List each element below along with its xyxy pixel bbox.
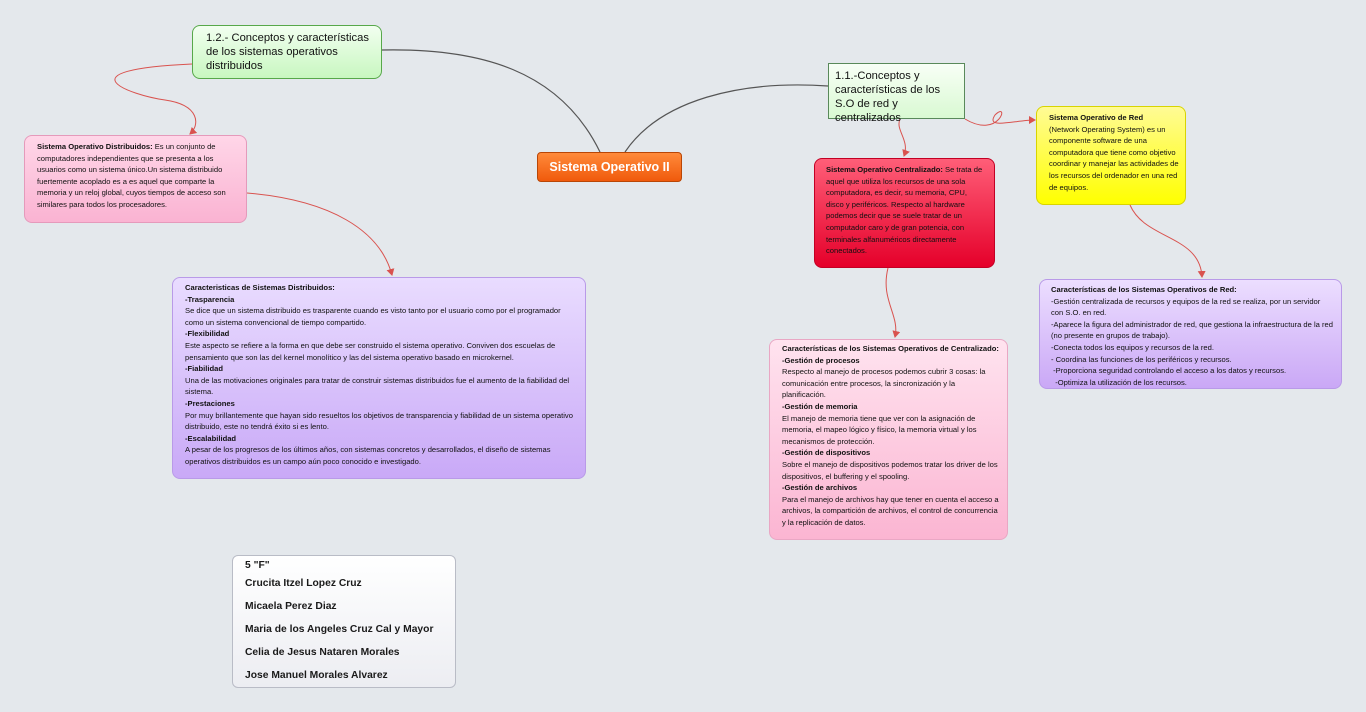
item-text: El manejo de memoria tiene que ver con l… xyxy=(782,413,977,446)
team-member: Maria de los Angeles Cruz Cal y Mayor xyxy=(245,624,434,635)
list-item: -Proporciona seguridad controlando el ac… xyxy=(1051,366,1287,376)
item-heading: -Flexibilidad xyxy=(185,329,230,339)
team-member: Jose Manuel Morales Alvarez xyxy=(245,670,388,681)
item-heading: -Gestión de archivos xyxy=(782,483,858,493)
link-centralizado-char xyxy=(885,267,901,338)
node-title: Características de los Sistemas Operativ… xyxy=(1051,285,1237,294)
list-item: -Optimiza la utilización de los recursos… xyxy=(1051,377,1187,387)
link-def-char xyxy=(246,192,395,276)
team-names-box[interactable]: 5 "F" Crucita Itzel Lopez Cruz Micaela P… xyxy=(232,555,456,688)
node-red-definition[interactable]: Sistema Operativo de Red (Network Operat… xyxy=(1036,106,1186,205)
node-text: Se trata de aquel que utiliza los recurs… xyxy=(826,165,983,256)
item-heading: -Gestión de dispositivos xyxy=(782,448,871,458)
item-text: Sobre el manejo de dispositivos podemos … xyxy=(782,459,998,481)
topic-distribuidos[interactable]: 1.2.- Conceptos y características de los… xyxy=(192,25,382,79)
item-heading: -Escalabilidad xyxy=(185,433,237,443)
node-title: Caracteristicas de Sistemas Distribuidos… xyxy=(185,283,335,292)
list-item: - Coordina las funciones de los periféri… xyxy=(1051,354,1232,364)
list-item: -Gestión centralizada de recursos y equi… xyxy=(1051,296,1321,318)
item-heading: -Gestión de memoria xyxy=(782,401,858,411)
item-text: Este aspecto se refiere a la forma en qu… xyxy=(185,340,556,362)
list-item: -Conecta todos los equipos y recursos de… xyxy=(1051,342,1214,352)
link-central-distribuidos xyxy=(381,49,601,153)
topic-red-label: 1.1.-Conceptos y características de los … xyxy=(835,70,941,124)
node-title: Sistema Operativo de Red xyxy=(1049,113,1144,122)
node-title: Sistema Operativo Centralizado: xyxy=(826,165,943,174)
item-heading: -Trasparencia xyxy=(185,294,235,304)
node-text: Es un conjunto de computadores independi… xyxy=(37,142,226,209)
link-reddef-char xyxy=(1129,204,1206,278)
link-red-centralizado xyxy=(898,118,910,157)
node-centralizado-characteristics[interactable]: Características de los Sistemas Operativ… xyxy=(769,339,1008,540)
node-text: (Network Operating System) es un compone… xyxy=(1049,124,1179,192)
item-heading: -Fiabilidad xyxy=(185,364,223,374)
item-text: Por muy brillantemente que hayan sido re… xyxy=(185,410,573,432)
node-centralizado-definition[interactable]: Sistema Operativo Centralizado: Se trata… xyxy=(814,158,995,268)
item-text: Respecto al manejo de procesos podemos c… xyxy=(782,367,986,400)
team-member: Celia de Jesus Nataren Morales xyxy=(245,647,400,658)
node-title: Características de los Sistemas Operativ… xyxy=(782,344,999,353)
node-title: Sistema Operativo Distribuidos: xyxy=(37,142,153,151)
node-distribuidos-characteristics[interactable]: Caracteristicas de Sistemas Distribuidos… xyxy=(172,277,586,479)
link-distribuidos-def xyxy=(114,63,198,135)
link-central-red xyxy=(624,84,829,153)
team-title: 5 "F" xyxy=(245,560,270,571)
item-text: Para el manejo de archivos hay que tener… xyxy=(782,494,999,527)
node-red-characteristics[interactable]: Características de los Sistemas Operativ… xyxy=(1039,279,1342,389)
item-text: Una de las motivaciones originales para … xyxy=(185,375,570,397)
list-item: -Aparece la figura del administrador de … xyxy=(1051,319,1333,341)
central-topic[interactable]: Sistema Operativo II xyxy=(537,152,682,182)
team-member: Crucita Itzel Lopez Cruz xyxy=(245,578,362,589)
item-text: A pesar de los progresos de los últimos … xyxy=(185,445,551,466)
link-red-reddef xyxy=(964,111,1036,126)
item-heading: -Prestaciones xyxy=(185,398,235,408)
topic-distribuidos-label: 1.2.- Conceptos y características de los… xyxy=(206,32,369,72)
item-text: Se dice que un sistema distribuido es tr… xyxy=(185,306,561,327)
team-member: Micaela Perez Diaz xyxy=(245,601,337,612)
topic-red-centralizados[interactable]: 1.1.-Conceptos y características de los … xyxy=(828,63,965,124)
node-distribuidos-definition[interactable]: Sistema Operativo Distribuidos: Es un co… xyxy=(24,135,247,223)
central-topic-label: Sistema Operativo II xyxy=(549,160,670,174)
item-heading: -Gestión de procesos xyxy=(782,355,860,365)
